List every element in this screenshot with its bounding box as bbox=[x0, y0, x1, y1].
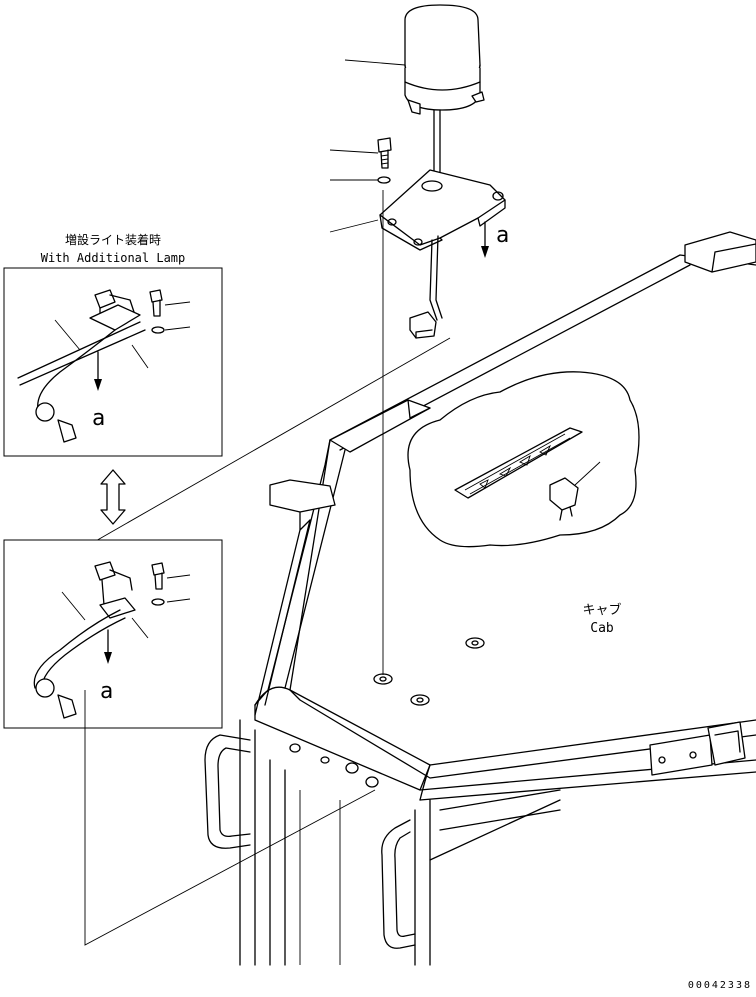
inset-with-additional-lamp bbox=[3, 267, 223, 457]
beacon-lamp bbox=[344, 4, 485, 183]
caption-english: With Additional Lamp bbox=[41, 251, 186, 265]
lamp-bracket bbox=[79, 137, 506, 675]
cab-label-japanese: キャブ bbox=[582, 602, 621, 618]
drawing-number: 00042338 bbox=[688, 980, 752, 991]
caption-japanese: 増設ライト装着時 bbox=[65, 232, 161, 247]
view-label-inset-lower: a bbox=[100, 679, 113, 704]
view-label-inset-upper: a bbox=[92, 406, 105, 431]
inset-standard bbox=[3, 539, 223, 729]
view-label-top: a bbox=[496, 223, 509, 248]
cab-roof bbox=[204, 231, 756, 966]
cab-label-english: Cab bbox=[590, 621, 614, 636]
decal-detail bbox=[407, 371, 640, 548]
swap-arrow bbox=[100, 469, 126, 525]
leader-line bbox=[84, 690, 376, 946]
